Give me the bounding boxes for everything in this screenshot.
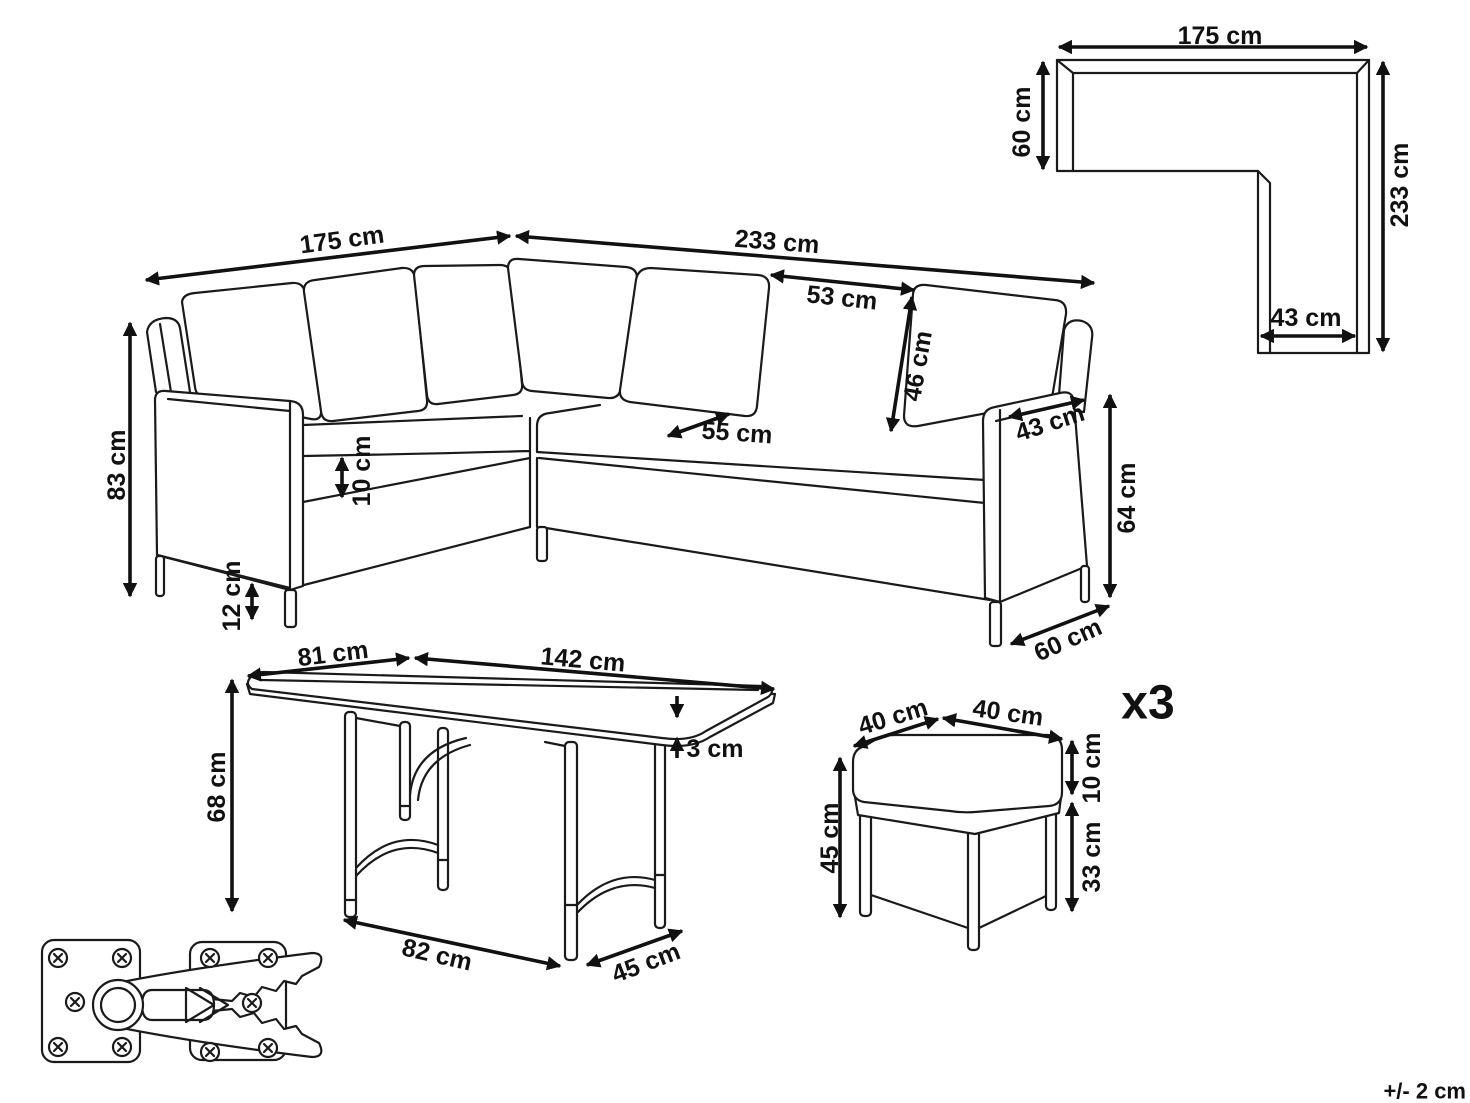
sofa-seat-depth-label: 55 cm <box>701 417 774 450</box>
sofa-right-back-frame <box>1056 319 1094 414</box>
sofa-leg <box>535 525 549 563</box>
table-leg-joint <box>343 873 667 907</box>
stool-leg <box>1044 808 1058 912</box>
stool-base-height-label: 33 cm <box>1078 822 1106 893</box>
plan-left-depth-label: 60 cm <box>1008 87 1036 158</box>
sofa-seat-depth-arrow <box>666 411 731 439</box>
sofa-depth-arrow <box>1009 603 1111 647</box>
tolerance-note: +/- 2 cm <box>1383 1079 1466 1103</box>
table-side-arch <box>354 838 440 878</box>
back-cushion-4 <box>506 257 639 400</box>
screw-icon <box>241 992 263 1014</box>
screw-icon <box>257 1037 279 1059</box>
table-width-label: 81 cm <box>296 636 370 672</box>
sofa-right-width-label: 233 cm <box>734 225 821 260</box>
table-length-arrow <box>413 651 776 696</box>
stool-cushion <box>851 733 1064 814</box>
clip-teeth <box>184 986 230 1024</box>
sofa-cushion-width-arrow <box>769 269 916 296</box>
stool-leg <box>966 828 981 952</box>
plan-view: 175 cm 60 cm 233 cm 43 cm <box>1008 22 1414 355</box>
screw-icon <box>64 991 86 1013</box>
sofa-right-seat <box>535 403 992 602</box>
stool-total-height-label: 45 cm <box>816 803 844 874</box>
sofa-left-armrest-edge <box>155 397 292 592</box>
back-cushion-5 <box>618 266 771 418</box>
screw-icon <box>111 1036 133 1058</box>
sofa-total-height-label: 83 cm <box>103 430 131 501</box>
table-leg <box>563 740 579 962</box>
table-inner-brace <box>408 736 472 802</box>
clip-slot <box>140 988 216 1022</box>
plan-bottom-width-label: 43 cm <box>1271 304 1342 332</box>
stool-leg <box>858 810 873 918</box>
stool-quantity-label: x3 <box>1121 677 1174 730</box>
plan-right-length-label: 233 cm <box>1386 143 1414 228</box>
sofa-leg <box>988 600 1003 648</box>
sofa-leg <box>1079 564 1091 604</box>
screw-icon <box>47 947 69 969</box>
sofa-cushion-width-label: 53 cm <box>805 280 878 315</box>
sofa-left-back-frame <box>145 316 192 394</box>
sofa-leg-height-label: 12 cm <box>218 561 246 632</box>
table-leg-span-length-arrow <box>342 915 562 971</box>
dining-table: 81 cm 142 cm 68 cm 3 cm 82 cm 45 cm <box>203 636 777 989</box>
corner-sofa: 175 cm 233 cm 53 cm 46 cm 83 cm 10 cm 55… <box>103 221 1141 668</box>
stool-cushion-height-label: 10 cm <box>1078 733 1106 804</box>
clip-ring-inner <box>99 986 137 1024</box>
sofa-left-seat <box>298 414 532 588</box>
stool-depth-arrow <box>941 713 1064 744</box>
connector-clip-icon <box>40 938 323 1064</box>
screw-icon <box>47 1036 69 1058</box>
back-cushion-3 <box>412 263 524 406</box>
sofa-arm-width-arrow <box>1007 395 1086 422</box>
stool-width-arrow <box>852 716 940 749</box>
screw-icon <box>199 1041 221 1063</box>
screw-icon <box>199 947 221 969</box>
screw-icon <box>257 947 279 969</box>
table-upper-brace <box>354 716 567 748</box>
screw-icon <box>111 947 133 969</box>
stool-lower-rail <box>869 893 1048 930</box>
table-top-thickness-label: 3 cm <box>687 735 744 763</box>
table-length-label: 142 cm <box>540 642 627 677</box>
sofa-leg <box>283 588 298 629</box>
sofa-left-width-arrow <box>144 230 512 286</box>
table-front-arch <box>575 876 657 915</box>
table-leg <box>343 710 358 919</box>
back-cushion-2 <box>302 266 429 423</box>
sofa-right-width-arrow <box>514 229 1096 290</box>
sofa-arm-height-label: 64 cm <box>1113 463 1141 534</box>
plan-top-width-label: 175 cm <box>1178 22 1263 50</box>
sofa-cushion-height-arrow <box>885 295 918 433</box>
sofa-seat-thickness-label: 10 cm <box>348 436 376 507</box>
table-leg-joint <box>398 804 450 862</box>
table-leg <box>653 734 667 930</box>
table-leg-span-length-label: 82 cm <box>399 933 474 976</box>
plan-inner-edge <box>1055 58 1371 355</box>
stool: 40 cm 40 cm x3 10 cm 45 cm 33 cm <box>816 677 1175 952</box>
table-width-arrow <box>246 652 411 682</box>
table-leg <box>436 726 450 892</box>
table-height-label: 68 cm <box>203 752 231 823</box>
sofa-leg <box>154 554 166 598</box>
table-leg <box>398 720 412 822</box>
table-leg-span-width-arrow <box>585 928 684 968</box>
